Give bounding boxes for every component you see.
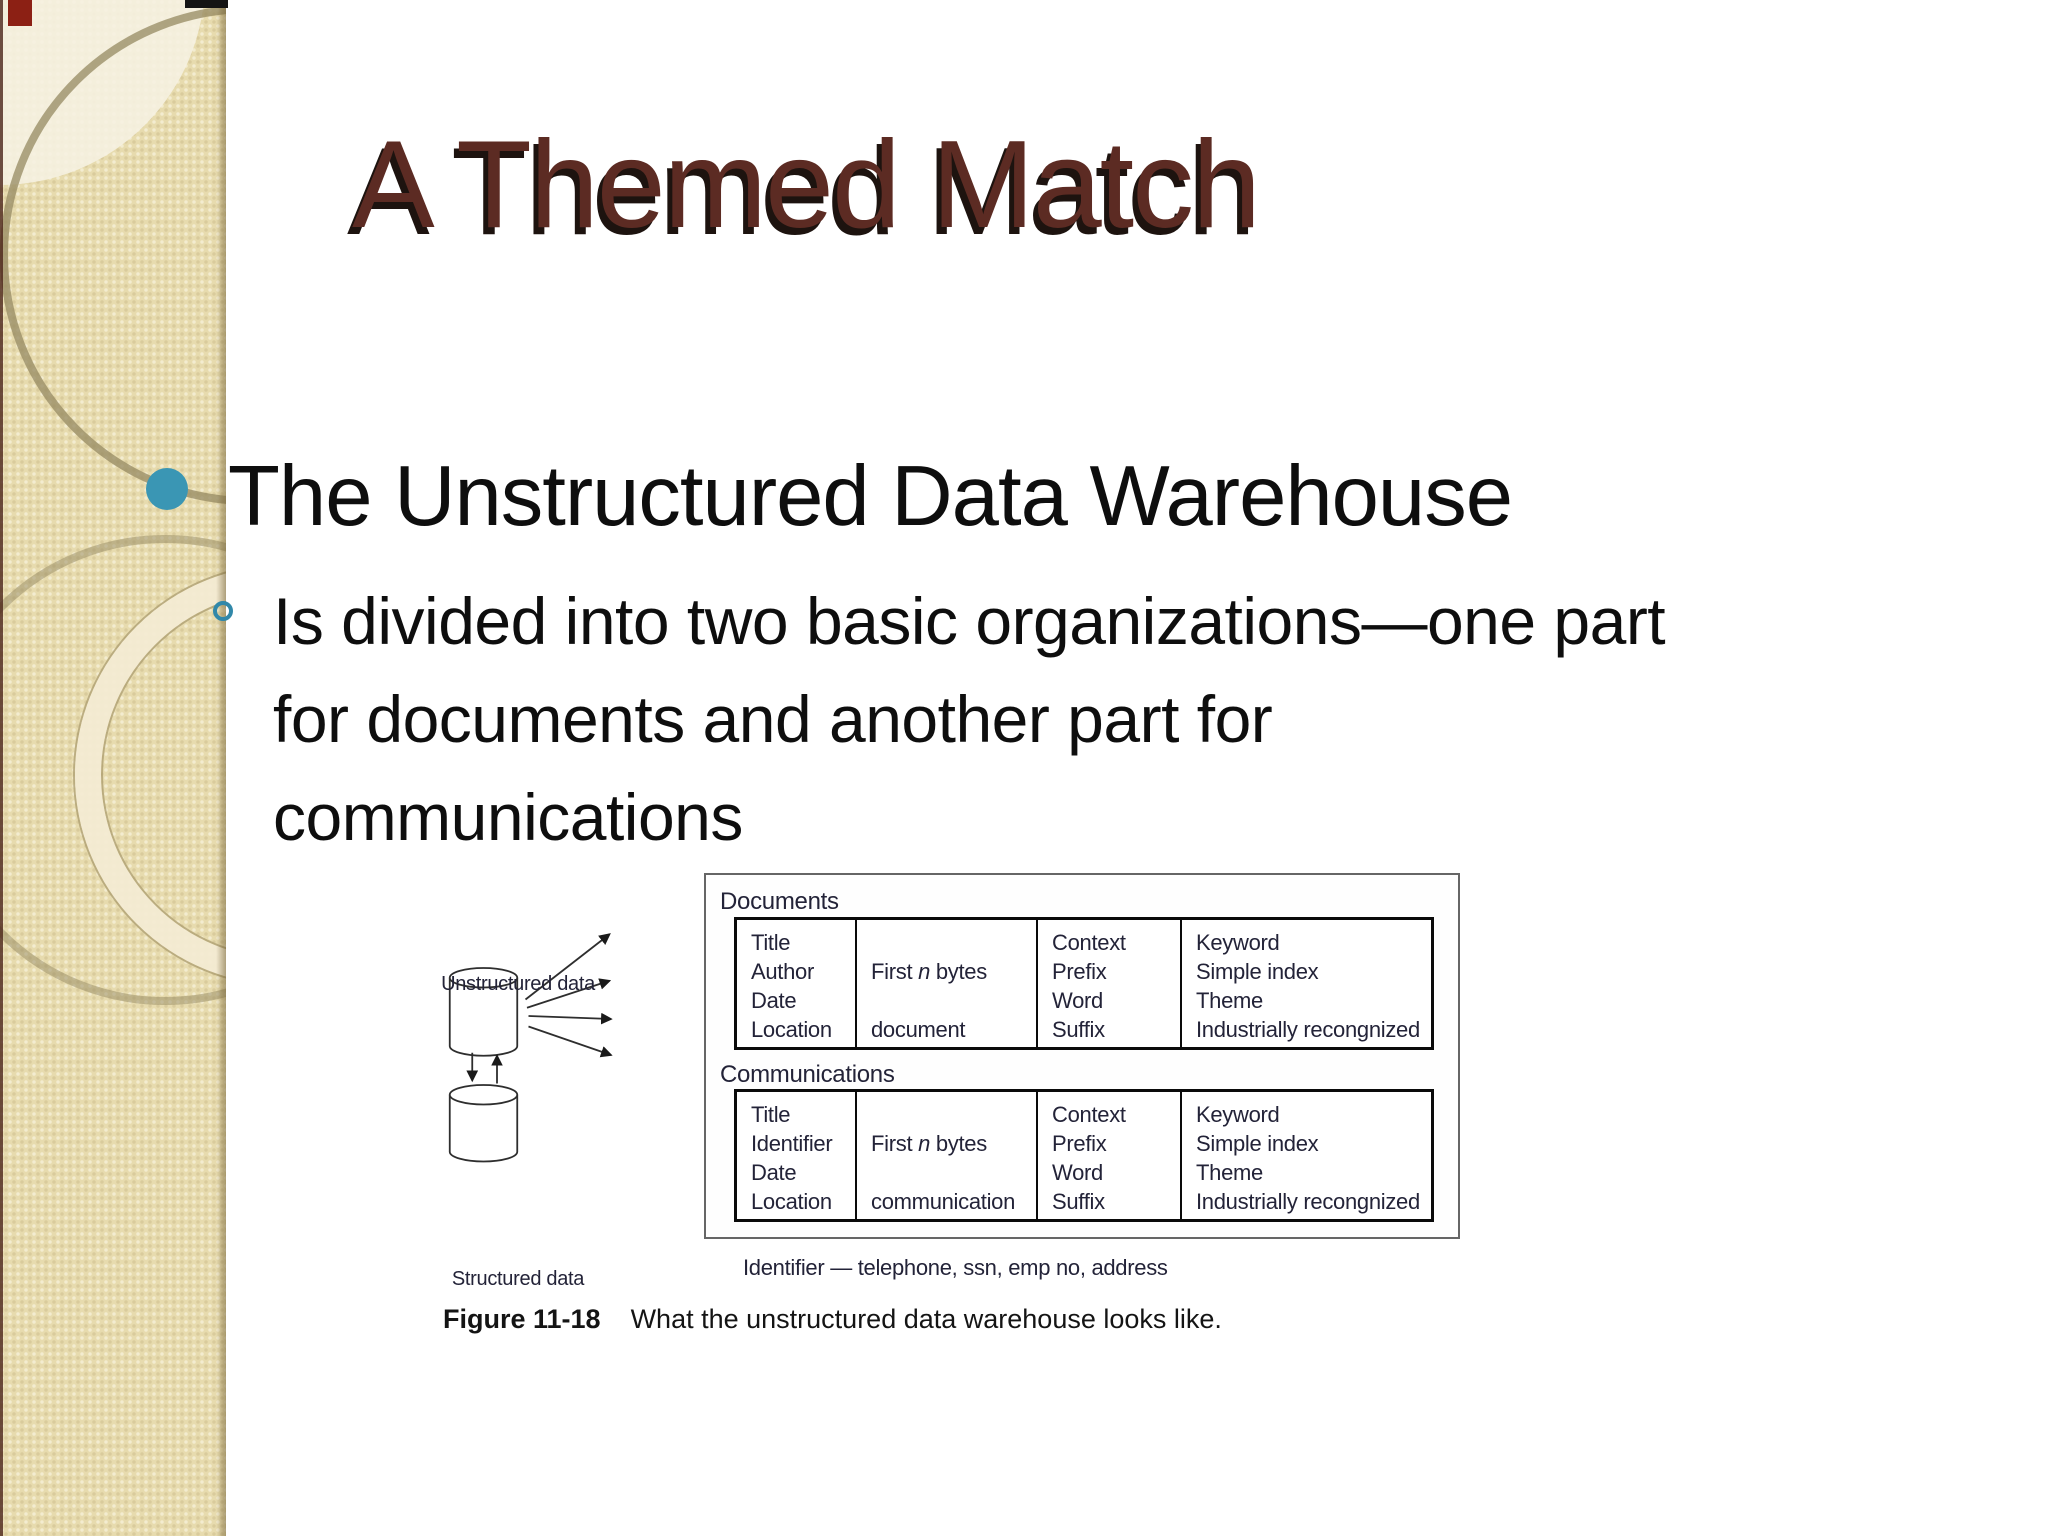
documents-table: Title Author Date Location First n bytes… — [734, 917, 1434, 1050]
frame-artifact — [8, 0, 32, 26]
slide-title: A Themed Match — [352, 116, 1261, 254]
communications-table: Title Identifier Date Location First n b… — [734, 1089, 1434, 1222]
communications-content-cell: First n bytes communication — [857, 1092, 1038, 1219]
documents-section-label: Documents — [720, 888, 839, 915]
documents-context-cell: Context Prefix Word Suffix — [1038, 920, 1182, 1047]
warehouse-box: Documents Title Author Date Location Fir… — [704, 873, 1460, 1239]
frame-artifact — [185, 0, 228, 8]
documents-attributes-cell: Title Author Date Location — [737, 920, 857, 1047]
communications-section-label: Communications — [720, 1061, 895, 1088]
unstructured-data-label: Unstructured data — [441, 973, 595, 995]
figure-caption-text: What the unstructured data warehouse loo… — [630, 1304, 1222, 1334]
structured-data-cylinder — [448, 1084, 519, 1163]
figure-11-18: Unstructured data Structured data Docume… — [380, 860, 1520, 1400]
documents-content-cell: First n bytes document — [857, 920, 1038, 1047]
slide-left-edge — [0, 0, 3, 1536]
sidebar-decoration — [0, 0, 226, 1536]
figure-caption-number: Figure 11-18 — [443, 1304, 601, 1334]
cylinder-link-arrows — [466, 1052, 503, 1084]
communications-attributes-cell: Title Identifier Date Location — [737, 1092, 857, 1219]
structured-data-label: Structured data — [451, 1268, 585, 1290]
bullet-text: The Unstructured Data Warehouse — [228, 449, 1513, 544]
communications-context-cell: Context Prefix Word Suffix — [1038, 1092, 1182, 1219]
documents-keyword-cell: Keyword Simple index Theme Industrially … — [1196, 930, 1420, 1042]
identifier-note: Identifier — telephone, ssn, emp no, add… — [743, 1255, 1168, 1280]
communications-keyword-cell: Keyword Simple index Theme Industrially … — [1196, 1102, 1420, 1214]
figure-caption: Figure 11-18 What the unstructured data … — [443, 1304, 1222, 1335]
sub-bullet-icon — [213, 601, 233, 621]
bullet-icon — [146, 468, 188, 510]
sub-bullet-text: Is divided into two basic organizations—… — [273, 584, 1666, 854]
